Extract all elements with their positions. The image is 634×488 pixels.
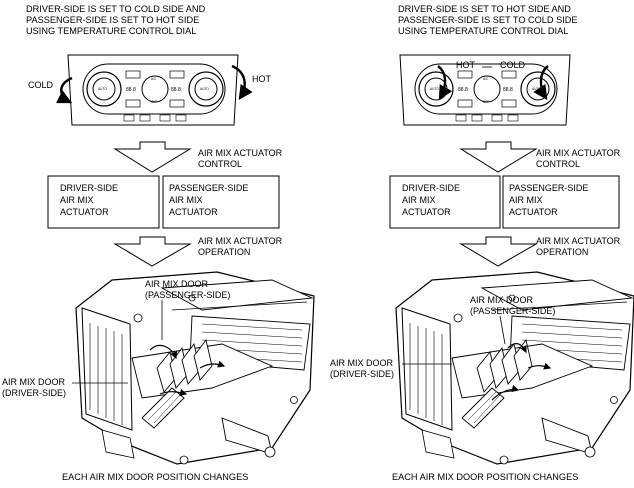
left-driver-box-line-3: ACTUATOR: [60, 207, 109, 217]
right-passenger-door-leader: [499, 315, 506, 345]
right-driver-box-line-1: DRIVER-SIDE: [402, 183, 460, 193]
hot-rotation-arrow-icon: [231, 64, 253, 100]
right-passenger-box-line-2: AIR MIX: [509, 195, 543, 205]
right-passenger-box-line-3: ACTUATOR: [509, 207, 558, 217]
right-driver-actuator-box: [389, 175, 501, 229]
left-passenger-actuator-box: [162, 175, 280, 229]
left-passenger-door-label-2: (PASSENGER-SIDE): [145, 290, 230, 300]
right-heading-line-3: USING TEMPERATURE CONTROL DIAL: [398, 26, 568, 36]
right-passenger-actuator-box: [502, 175, 620, 229]
right-driver-box-line-3: ACTUATOR: [402, 207, 451, 217]
left-hvac-unit-drawing: [75, 271, 315, 465]
left-panel-off-label: OFF: [151, 100, 157, 104]
right-operation-label-1: AIR MIX ACTUATOR: [536, 236, 621, 246]
right-hot-label: HOT: [456, 60, 476, 70]
left-driver-door-label-2: (DRIVER-SIDE): [2, 388, 66, 398]
left-panel-ac-label: A/C: [151, 77, 157, 81]
cold-rotation-arrow-icon: [533, 65, 549, 100]
left-airflow-arrow-3-icon: [159, 389, 188, 397]
right-driver-door-label-1: AIR MIX DOOR: [330, 358, 394, 368]
left-panel-auto-label: AUTO: [98, 87, 107, 91]
left-scenario: DRIVER-SIDE IS SET TO COLD SIDE AND PASS…: [2, 4, 315, 482]
hot-rotation-arrow-icon: [437, 65, 453, 101]
left-passenger-box-line-2: AIR MIX: [169, 195, 203, 205]
left-footer: EACH AIR MIX DOOR POSITION CHANGES: [62, 472, 248, 482]
left-driver-actuator-box: [47, 175, 160, 229]
right-climate-control-panel: [399, 54, 571, 126]
control-flow-arrow-icon: [113, 141, 192, 173]
left-heading-line-2: PASSENGER-SIDE IS SET TO HOT SIDE: [26, 15, 199, 25]
right-passenger-door-label-2: (PASSENGER-SIDE): [470, 306, 555, 316]
left-control-label-1: AIR MIX ACTUATOR: [198, 148, 283, 158]
right-control-label-2: CONTROL: [536, 159, 580, 169]
right-panel-off-label: OFF: [483, 100, 489, 104]
right-panel-auto-label: AUTO: [430, 87, 439, 91]
left-passenger-box-line-3: ACTUATOR: [169, 207, 218, 217]
right-passenger-box-line-1: PASSENGER-SIDE: [509, 183, 588, 193]
right-airflow-arrow-2-icon: [527, 362, 552, 370]
left-driver-box-line-2: AIR MIX: [60, 195, 94, 205]
left-control-label-2: CONTROL: [198, 159, 242, 169]
right-heading-line-1: DRIVER-SIDE IS SET TO HOT SIDE AND: [398, 4, 571, 14]
cold-rotation-arrow-icon: [56, 76, 73, 104]
right-scenario: DRIVER-SIDE IS SET TO HOT SIDE AND PASSE…: [330, 4, 634, 482]
left-cold-label: COLD: [28, 80, 54, 90]
control-flow-arrow-icon: [459, 141, 538, 173]
left-panel-auto-label-right: AUTO: [200, 87, 209, 91]
left-driver-door-label-1: AIR MIX DOOR: [2, 377, 66, 387]
right-footer: EACH AIR MIX DOOR POSITION CHANGES: [392, 472, 578, 482]
left-operation-label-1: AIR MIX ACTUATOR: [198, 236, 283, 246]
right-panel-display-left: 88.8: [458, 87, 468, 93]
operation-flow-arrow-icon: [113, 236, 192, 267]
left-panel-display-left: 88.8: [126, 87, 136, 93]
left-airflow-arrow-icon: [149, 344, 178, 360]
left-operation-label-2: OPERATION: [198, 247, 250, 257]
right-panel-display-right: 88.8: [503, 87, 513, 93]
right-driver-door-label-2: (DRIVER-SIDE): [330, 369, 394, 379]
left-panel-display-right: 88.8: [171, 87, 181, 93]
left-driver-box-line-1: DRIVER-SIDE: [60, 183, 118, 193]
right-airflow-arrow-icon: [507, 343, 527, 354]
left-climate-control-panel: [67, 54, 239, 126]
right-control-label-1: AIR MIX ACTUATOR: [536, 148, 621, 158]
right-passenger-door-label-1: AIR MIX DOOR: [470, 295, 534, 305]
right-panel-ac-label: A/C: [483, 77, 489, 81]
right-cold-label: COLD: [500, 60, 526, 70]
right-airflow-arrow-3-icon: [491, 385, 520, 401]
right-driver-box-line-2: AIR MIX: [402, 195, 436, 205]
left-heading-line-1: DRIVER-SIDE IS SET TO COLD SIDE AND: [26, 4, 206, 14]
right-operation-label-2: OPERATION: [536, 247, 588, 257]
left-hot-label: HOT: [252, 74, 272, 84]
left-heading-line-3: USING TEMPERATURE CONTROL DIAL: [26, 26, 196, 36]
left-airflow-arrow-2-icon: [199, 360, 226, 369]
left-passenger-door-label-1: AIR MIX DOOR: [145, 279, 209, 289]
left-passenger-box-line-1: PASSENGER-SIDE: [169, 183, 248, 193]
right-heading-line-2: PASSENGER-SIDE IS SET TO COLD SIDE: [398, 15, 578, 25]
right-panel-auto-label-right: AUTO: [532, 87, 541, 91]
operation-flow-arrow-icon: [459, 236, 538, 267]
